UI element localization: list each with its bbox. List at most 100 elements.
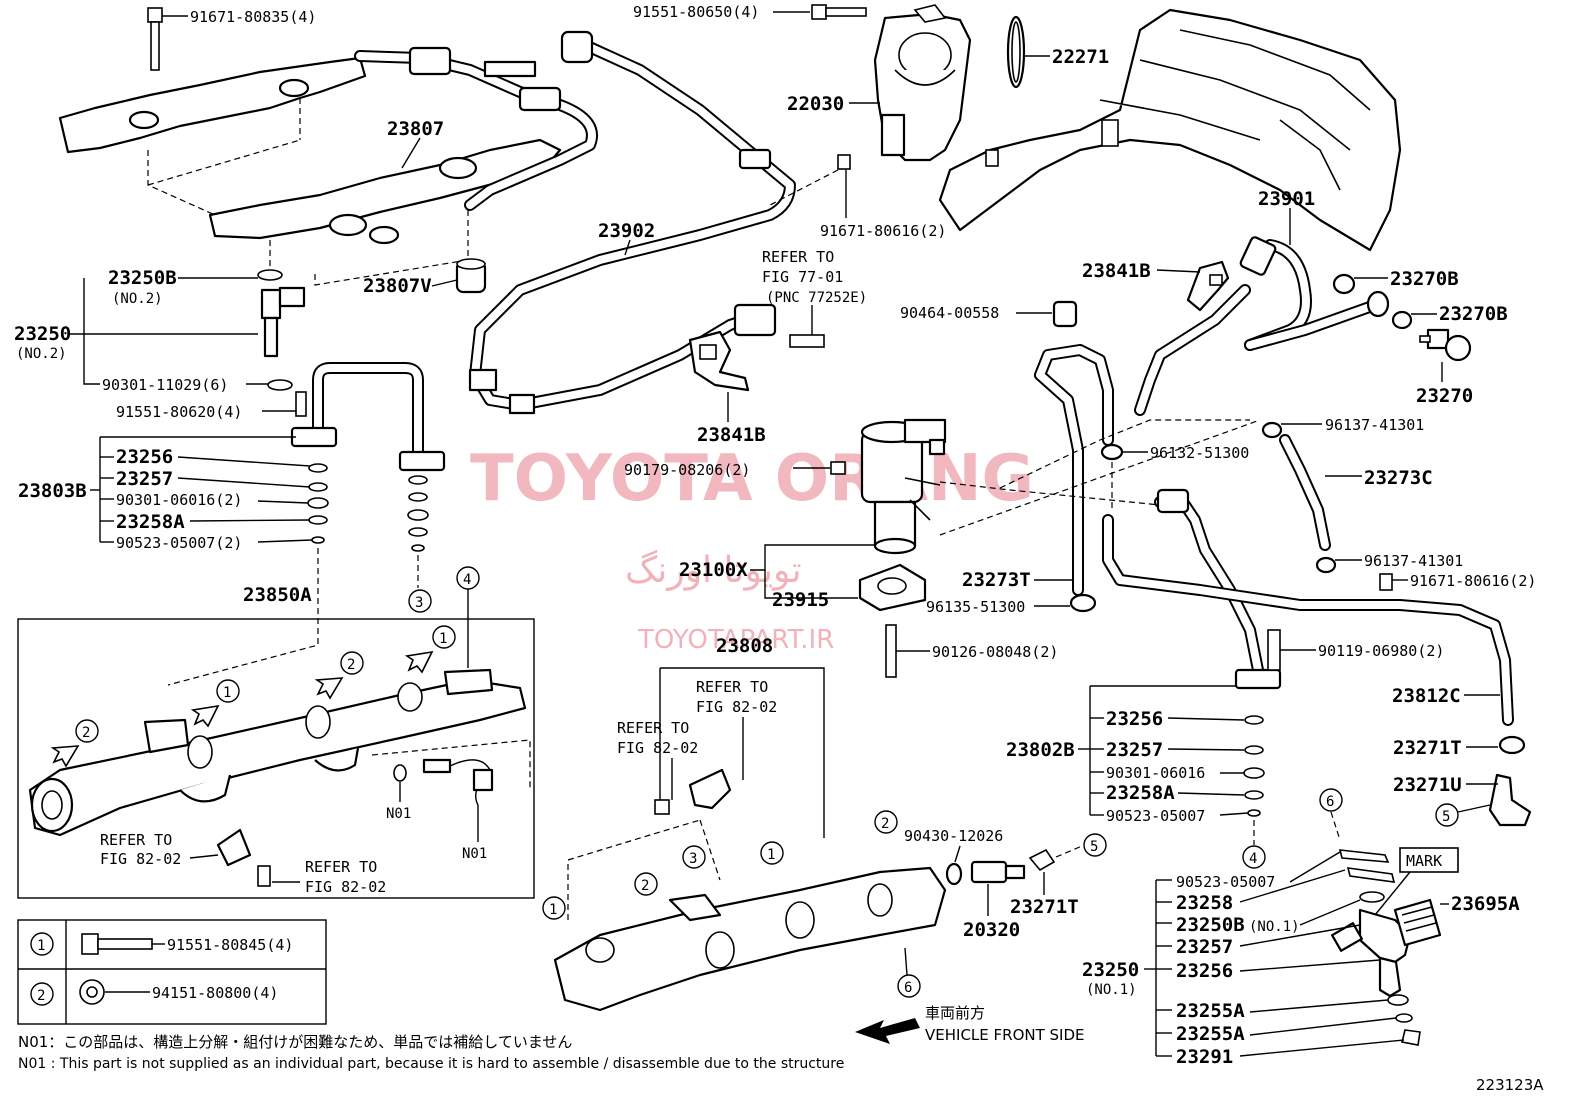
label-23258A-left: 23258A bbox=[116, 511, 185, 533]
bolt-91671-80835 bbox=[147, 7, 163, 71]
clip-23271T-r bbox=[1498, 735, 1526, 755]
label-23902: 23902 bbox=[598, 220, 655, 242]
note-jp: N01：この部品は、構造上分解・組付けが困難なため、単品では補給していません bbox=[18, 1033, 572, 1051]
svg-text:4: 4 bbox=[1249, 851, 1257, 867]
callout-3-left bbox=[408, 589, 432, 613]
label-23271U: 23271U bbox=[1393, 774, 1462, 796]
legend-part-1: 91551-80845(4) bbox=[167, 936, 293, 954]
label-23250-top: 23250 bbox=[14, 323, 71, 345]
label-23255A-1: 23255A bbox=[1176, 1000, 1245, 1022]
svg-text:2: 2 bbox=[641, 878, 649, 894]
label-23256-right: 23256 bbox=[1106, 708, 1163, 730]
label-91671-80616-r: 91671-80616(2) bbox=[1410, 572, 1536, 590]
label-22271: 22271 bbox=[1052, 46, 1109, 68]
watermark-persian: تویوتا اورنگ bbox=[625, 549, 802, 591]
label-refer-4b: FIG 82-02 bbox=[100, 850, 181, 868]
label-90523-05007-left: 90523-05007(2) bbox=[116, 534, 242, 552]
bolt-90179-08206 bbox=[830, 461, 846, 475]
svg-text:3: 3 bbox=[689, 851, 697, 867]
label-23270: 23270 bbox=[1416, 385, 1473, 407]
svg-text:2: 2 bbox=[881, 816, 889, 832]
fuel-pressure-sensor bbox=[422, 758, 452, 774]
label-23273T: 23273T bbox=[962, 569, 1031, 591]
label-96137-41301-a: 96137-41301 bbox=[1325, 416, 1424, 434]
label-23250B-top: 23250B bbox=[108, 267, 177, 289]
label-23258A-right: 23258A bbox=[1106, 782, 1175, 804]
label-91551-80620: 91551-80620(4) bbox=[116, 403, 242, 421]
rail-cover-23807 bbox=[58, 56, 562, 245]
pipe-flange-right bbox=[398, 450, 446, 472]
label-96132-51300: 96132-51300 bbox=[1150, 444, 1249, 462]
label-23802B: 23802B bbox=[1006, 739, 1075, 761]
label-23812C: 23812C bbox=[1392, 685, 1461, 707]
watermark-main: TOYOTA ORANG bbox=[470, 442, 1034, 516]
bolt-91551-80620 bbox=[295, 391, 307, 417]
fuel-rail-lower bbox=[553, 866, 947, 1012]
label-23803B: 23803B bbox=[18, 480, 87, 502]
clip-96132-51300 bbox=[1100, 443, 1124, 461]
label-refer-2a: REFER TO bbox=[696, 678, 768, 696]
label-90126-08048: 90126-08048(2) bbox=[932, 643, 1058, 661]
bolt-91671-80616-r bbox=[1379, 573, 1393, 591]
label-90464-00558: 90464-00558 bbox=[900, 304, 999, 322]
clip-96137-41301-a bbox=[1261, 421, 1283, 439]
label-n01-b: N01 bbox=[462, 846, 487, 862]
label-22030: 22030 bbox=[787, 93, 844, 115]
label-refer-1c: (PNC 77252E) bbox=[766, 290, 867, 306]
label-no1-b: (NO.1) bbox=[1086, 982, 1137, 998]
watermark-site: TOYOTAPART.IR bbox=[637, 625, 834, 655]
label-refer-1b: FIG 77-01 bbox=[762, 268, 843, 286]
label-no1-a: (NO.1) bbox=[1249, 919, 1300, 935]
n01-oring bbox=[393, 764, 407, 782]
label-23256-bottom: 23256 bbox=[1176, 960, 1233, 982]
label-23901: 23901 bbox=[1258, 188, 1315, 210]
svg-text:1: 1 bbox=[767, 847, 775, 863]
svg-text:5: 5 bbox=[1442, 809, 1450, 825]
svg-text:2: 2 bbox=[82, 725, 90, 741]
label-23841B-right: 23841B bbox=[1082, 260, 1151, 282]
label-90523-05007-bottom: 90523-05007 bbox=[1176, 873, 1275, 891]
label-23257-left: 23257 bbox=[116, 468, 173, 490]
label-90301-11029: 90301-11029(6) bbox=[102, 376, 228, 394]
label-90430-12026: 90430-12026 bbox=[904, 827, 1003, 845]
union-bolt-23270 bbox=[1419, 328, 1472, 362]
label-23258-bottom: 23258 bbox=[1176, 892, 1233, 914]
bracket-23808 bbox=[688, 768, 732, 810]
label-refer-3b: FIG 82-02 bbox=[617, 739, 698, 757]
label-96137-41301-b: 96137-41301 bbox=[1364, 552, 1463, 570]
label-mark: MARK bbox=[1406, 852, 1442, 870]
svg-text:1: 1 bbox=[223, 685, 231, 701]
refer-pipe-stub bbox=[789, 334, 825, 348]
label-90301-06016-right: 90301-06016 bbox=[1106, 764, 1205, 782]
label-plate-23695A bbox=[1393, 898, 1442, 947]
label-23850A: 23850A bbox=[243, 584, 312, 606]
svg-text:2: 2 bbox=[347, 657, 355, 673]
label-20320: 20320 bbox=[963, 919, 1020, 941]
svg-text:1: 1 bbox=[549, 902, 557, 918]
label-23807: 23807 bbox=[387, 118, 444, 140]
label-91671-80835: 91671-80835(4) bbox=[190, 8, 316, 26]
label-23256-left: 23256 bbox=[116, 446, 173, 468]
label-23271T-b: 23271T bbox=[1010, 896, 1079, 918]
clamp-23841B-right bbox=[1186, 260, 1230, 312]
gasket-90430-12026 bbox=[945, 862, 963, 886]
label-23271T-r: 23271T bbox=[1393, 737, 1462, 759]
label-no2-a: (NO.2) bbox=[112, 291, 163, 307]
label-refer-4a: REFER TO bbox=[100, 831, 172, 849]
intake-manifold bbox=[938, 8, 1402, 252]
clip-96135-51300 bbox=[1069, 593, 1097, 613]
label-23100X: 23100X bbox=[679, 559, 748, 581]
label-23270B-1: 23270B bbox=[1390, 268, 1459, 290]
pipe-flange-23802B bbox=[1234, 668, 1282, 690]
mark-box bbox=[1399, 847, 1459, 873]
washer-23270B-2 bbox=[1391, 310, 1413, 330]
label-23257-right: 23257 bbox=[1106, 739, 1163, 761]
svg-text:6: 6 bbox=[1326, 794, 1334, 810]
label-no2-b: (NO.2) bbox=[16, 346, 67, 362]
bracket-refer-a bbox=[216, 828, 252, 867]
throttle-body-22030 bbox=[873, 4, 972, 162]
clip-96137-41301-b bbox=[1315, 556, 1337, 574]
label-23807V: 23807V bbox=[363, 275, 432, 297]
label-23915: 23915 bbox=[772, 589, 829, 611]
